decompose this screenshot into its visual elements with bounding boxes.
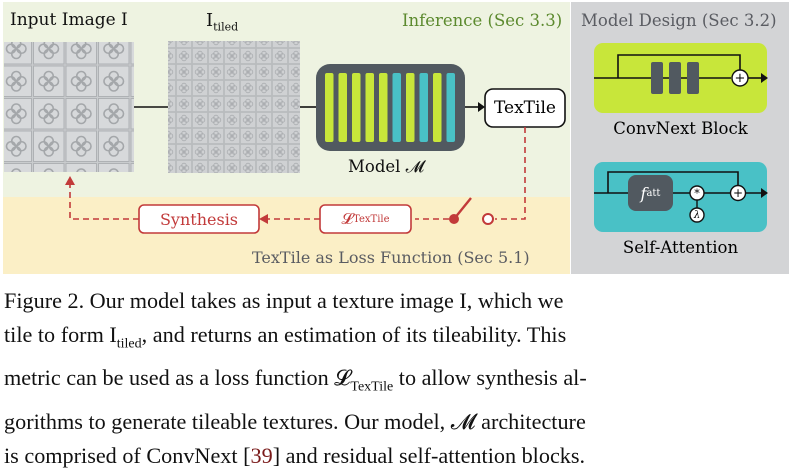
convnext-sublayer	[669, 62, 681, 94]
attention-layer	[446, 73, 455, 142]
arrowhead-icon	[259, 214, 268, 224]
arrowhead-icon	[761, 188, 768, 198]
lambda-label: λ	[693, 209, 701, 221]
lambda-node	[689, 207, 705, 223]
arrowhead-icon	[65, 176, 75, 185]
input-texture-image	[4, 42, 134, 172]
convnext-sublayer	[651, 62, 663, 94]
convnext-layer	[433, 73, 442, 142]
convnext-layer	[338, 73, 347, 142]
caption-line: metric can be used as a loss function 𝓛T…	[4, 365, 587, 395]
tiled-texture-image	[168, 41, 300, 173]
caption-line: Figure 2. Our model takes as input a tex…	[4, 288, 564, 313]
convnext-add-label: +	[734, 70, 746, 86]
convnext-sublayer	[687, 62, 699, 94]
convnext-layer	[406, 73, 415, 142]
switch-pivot-icon	[449, 214, 459, 224]
convnext-residual-path	[617, 54, 741, 78]
attention-residual-path	[607, 171, 739, 193]
figure-caption: Figure 2. Our model takes as input a tex…	[4, 284, 790, 473]
attention-layer	[419, 73, 428, 142]
attention-layer	[392, 73, 401, 142]
convnext-layer	[325, 73, 334, 142]
model-design-title: Model Design (Sec 3.2)	[581, 11, 777, 30]
loss-function-title: TexTile as Loss Function (Sec 5.1)	[252, 248, 530, 267]
citation-link[interactable]: 39	[250, 442, 273, 468]
f-att-box	[628, 175, 673, 211]
inference-title: Inference (Sec 3.3)	[402, 11, 563, 30]
caption-line: is comprised of ConvNext [39] and residu…	[4, 442, 586, 468]
textile-label: TexTile	[494, 98, 556, 118]
model-layers	[325, 73, 455, 142]
input-image-label: Input Image I	[10, 10, 128, 30]
loss-path-down	[495, 127, 526, 220]
model-block	[316, 64, 465, 151]
switch-contact-icon	[482, 213, 494, 225]
synthesis-label: Synthesis	[159, 209, 239, 229]
tiled-image-label: Itiled	[206, 10, 239, 34]
convnext-layer	[379, 73, 388, 142]
loss-panel	[3, 197, 570, 274]
multiply-label: *	[694, 186, 700, 200]
caption-line: tile to form Itiled, and returns an esti…	[4, 322, 567, 352]
self-attention-label: Self-Attention	[622, 237, 739, 257]
caption-line: gorithms to generate tileable textures. …	[4, 408, 586, 434]
loss-path-to-input	[69, 184, 139, 220]
attention-add-label: +	[732, 186, 744, 200]
convnext-layer	[365, 73, 374, 142]
convnext-block-label: ConvNext Block	[613, 118, 748, 138]
arrowhead-icon	[478, 102, 485, 112]
figure: Input Image I Itiled Inference (Sec 3.3)…	[3, 2, 789, 468]
arrowhead-icon	[761, 73, 768, 83]
convnext-layer	[352, 73, 361, 142]
diagram-canvas	[3, 2, 789, 274]
model-label: Model 𝓜	[348, 157, 425, 176]
